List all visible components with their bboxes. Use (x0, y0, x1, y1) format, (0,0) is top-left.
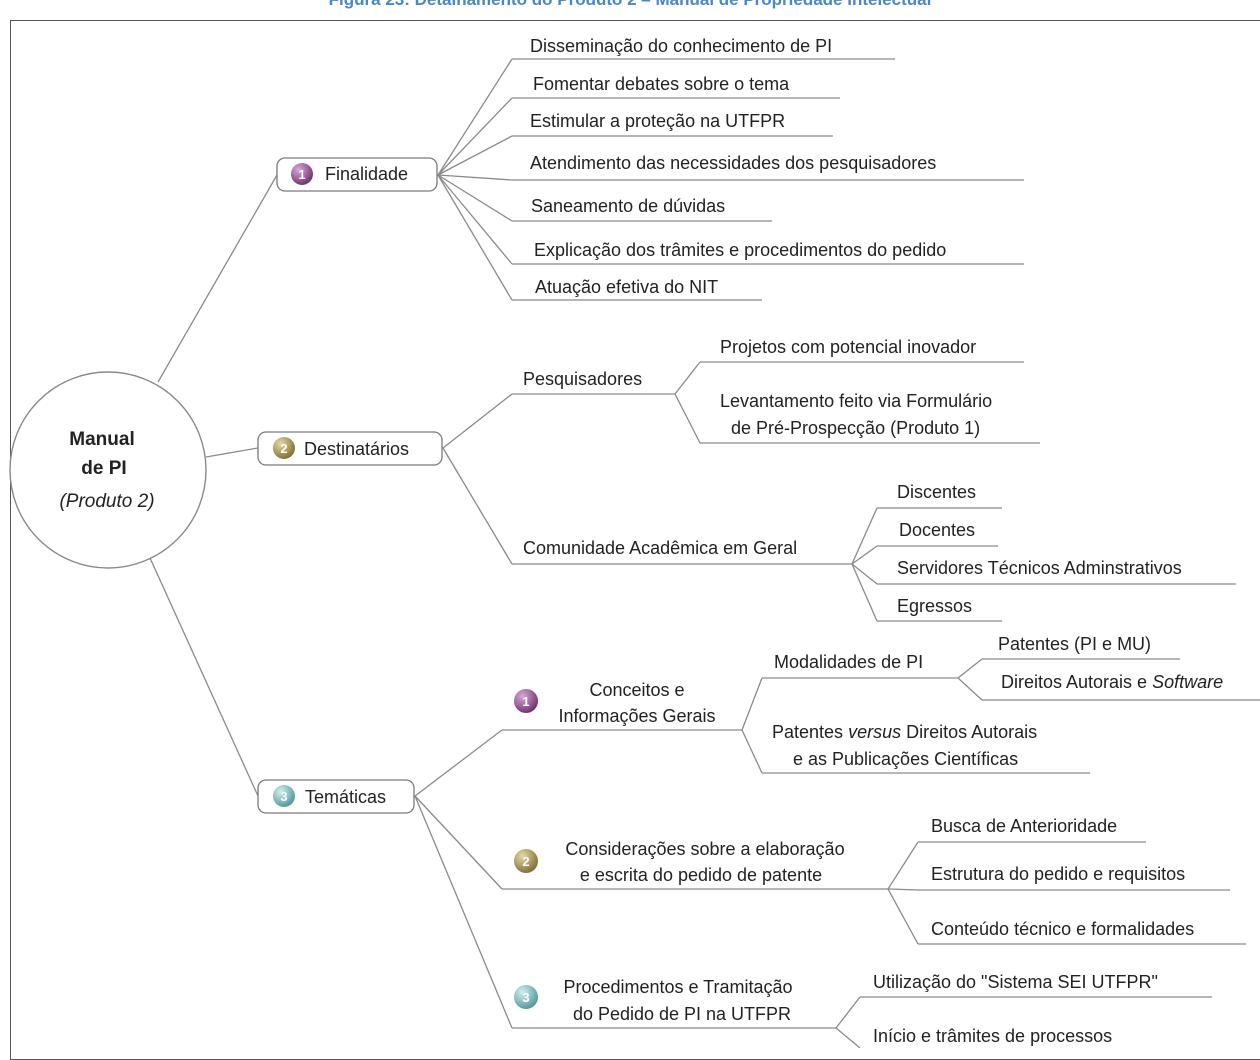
consideracoes-item: Estrutura do pedido e requisitos (931, 864, 1185, 884)
tematicas-label: Temáticas (305, 787, 386, 807)
number-badge-icon (514, 689, 538, 713)
number-badge-icon (514, 985, 538, 1009)
modalidades-item2-prefix: Direitos Autorais e (1001, 672, 1152, 692)
branch-finalidade: 1 Finalidade (276, 157, 438, 192)
procedimentos-line1: Procedimentos e Tramitação (563, 977, 792, 997)
tematicas-number: 3 (280, 789, 287, 804)
modalidades-label: Modalidades de PI (774, 652, 923, 672)
patentes-line1: Patentes versus Direitos Autorais (772, 722, 1037, 742)
comunidade-item: Docentes (899, 520, 975, 540)
finalidade-box (276, 157, 438, 192)
destinatarios-connectors (442, 361, 1236, 622)
central-node: Manual de PI (Produto 2) (9, 371, 207, 569)
procedimentos-item: Utilização do "Sistema SEI UTFPR" (873, 972, 1158, 992)
patentes-prefix: Patentes (772, 722, 848, 742)
finalidade-number: 1 (298, 167, 305, 182)
tematicas-conceitos: 1 Conceitos e Informações Gerais Modalid… (514, 634, 1223, 769)
finalidade-items: Disseminação do conhecimento de PI Fomen… (530, 36, 946, 297)
procedimentos-number: 3 (522, 990, 529, 1005)
number-badge-icon (273, 437, 295, 459)
comunidade-item: Egressos (897, 596, 972, 616)
finalidade-item: Disseminação do conhecimento de PI (530, 36, 832, 56)
tematicas-connectors (414, 658, 1260, 1048)
comunidade-item: Discentes (897, 482, 976, 502)
consideracoes-item: Busca de Anterioridade (931, 816, 1117, 836)
patentes-suffix: Direitos Autorais (901, 722, 1037, 742)
consideracoes-line2: e escrita do pedido de patente (580, 865, 822, 885)
finalidade-label: Finalidade (325, 164, 408, 184)
number-badge-icon (514, 849, 538, 873)
modalidades-item2-italic: Software (1152, 672, 1223, 692)
modalidades-item: Patentes (PI e MU) (998, 634, 1151, 654)
finalidade-connectors (437, 58, 1024, 301)
destinatarios-box (257, 431, 443, 466)
number-badge-icon (291, 163, 313, 185)
consideracoes-number: 2 (522, 854, 529, 869)
procedimentos-line2: do Pedido de PI na UTFPR (573, 1004, 791, 1024)
tematicas-consideracoes: 2 Considerações sobre a elaboração e esc… (514, 816, 1194, 939)
central-circle (9, 371, 207, 569)
finalidade-item: Fomentar debates sobre o tema (533, 74, 790, 94)
number-badge-icon (273, 785, 295, 807)
pesquisadores-item: Projetos com potencial inovador (720, 337, 976, 357)
patentes-italic: versus (848, 722, 901, 742)
pesquisadores-item: de Pré-Prospecção (Produto 1) (731, 418, 980, 438)
consideracoes-item: Conteúdo técnico e formalidades (931, 919, 1194, 939)
central-connectors (149, 174, 278, 797)
destinatarios-number: 2 (280, 441, 287, 456)
branch-tematicas: 3 Temáticas (257, 779, 415, 814)
conceitos-number: 1 (522, 694, 529, 709)
pesquisadores-label: Pesquisadores (523, 369, 642, 389)
finalidade-item: Atendimento das necessidades dos pesquis… (530, 153, 936, 173)
consideracoes-line1: Considerações sobre a elaboração (565, 839, 844, 859)
figure-caption: Figura 23: Detalhamento do Produto 2 – M… (0, 0, 1260, 10)
destinatarios-subitems: Pesquisadores Projetos com potencial ino… (523, 337, 1182, 616)
procedimentos-item: Início e trâmites de processos (873, 1026, 1112, 1046)
central-title-line2: de PI (81, 458, 126, 479)
tematicas-box (257, 779, 415, 814)
central-subtitle: (Produto 2) (59, 491, 154, 512)
central-title-line1: Manual (69, 429, 134, 450)
pesquisadores-item: Levantamento feito via Formulário (720, 391, 992, 411)
finalidade-item: Atuação efetiva do NIT (535, 277, 718, 297)
conceitos-line2: Informações Gerais (558, 706, 715, 726)
patentes-line2: e as Publicações Científicas (793, 749, 1018, 769)
branch-destinatarios: 2 Destinatários (257, 431, 443, 466)
comunidade-label: Comunidade Acadêmica em Geral (523, 538, 797, 558)
conceitos-line1: Conceitos e (589, 680, 684, 700)
comunidade-item: Servidores Técnicos Adminstrativos (897, 558, 1182, 578)
tematicas-procedimentos: 3 Procedimentos e Tramitação do Pedido d… (514, 972, 1158, 1046)
destinatarios-label: Destinatários (304, 439, 409, 459)
finalidade-item: Explicação dos trâmites e procedimentos … (534, 240, 946, 260)
finalidade-item: Saneamento de dúvidas (531, 196, 725, 216)
modalidades-item: Direitos Autorais e Software (1001, 672, 1223, 692)
finalidade-item: Estimular a proteção na UTFPR (530, 111, 785, 131)
